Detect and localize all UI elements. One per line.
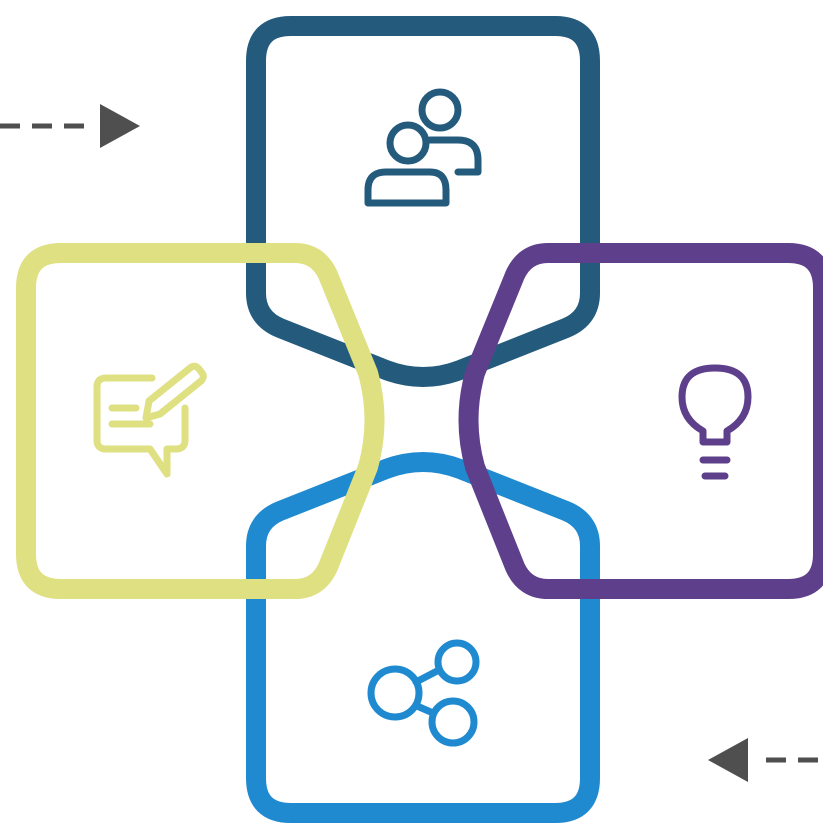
right-frame <box>458 243 823 599</box>
top-left-arrow-head <box>100 104 140 148</box>
people-icon <box>364 88 482 207</box>
share-network-icon <box>367 639 480 747</box>
bottom-right-arrow <box>708 738 823 782</box>
lightbulb-icon <box>678 364 752 480</box>
top-frame <box>246 16 600 387</box>
left-frame <box>16 243 385 599</box>
edit-message-icon <box>93 362 207 478</box>
bottom-right-arrow-head <box>708 738 748 782</box>
bottom-frame <box>246 452 600 823</box>
top-left-arrow <box>0 104 140 148</box>
